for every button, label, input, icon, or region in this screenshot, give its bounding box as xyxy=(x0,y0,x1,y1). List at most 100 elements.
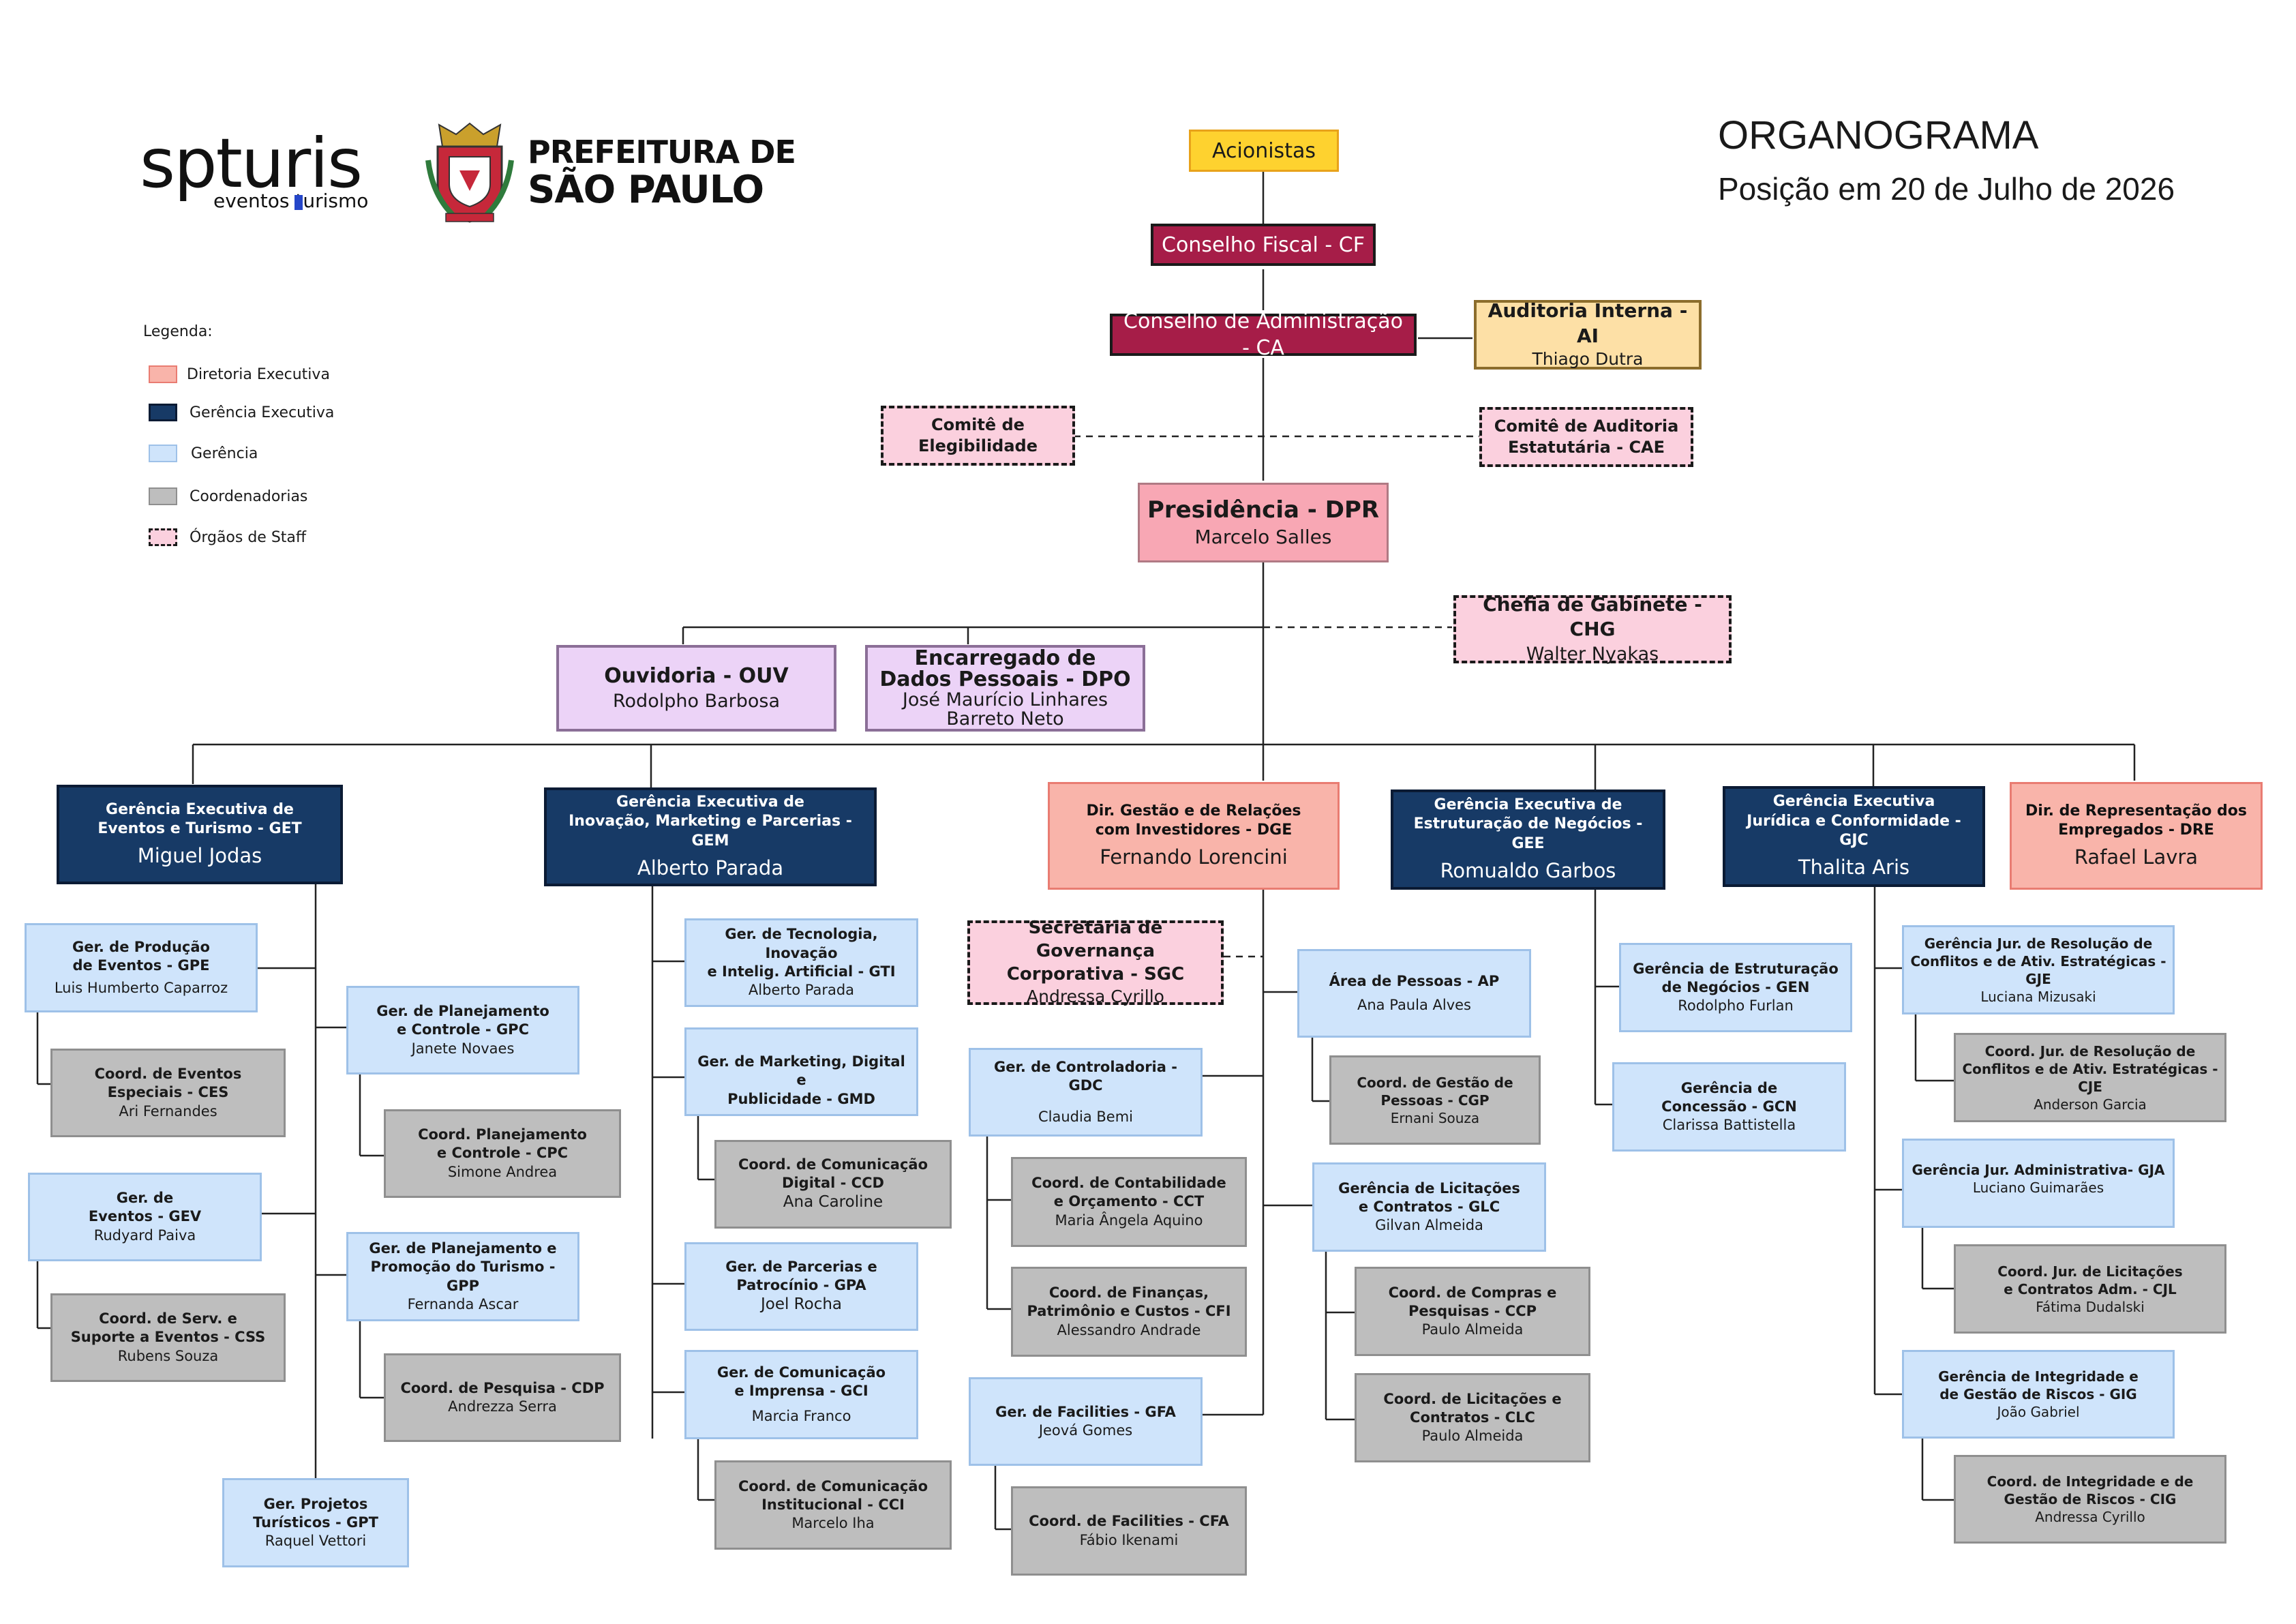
person-ap: Ana Paula Alves xyxy=(1357,997,1471,1013)
person-gpa: Joel Rocha xyxy=(760,1295,843,1314)
person-gpt: Raquel Vettori xyxy=(265,1533,367,1550)
title-ouv: Ouvidoria - OUV xyxy=(604,664,789,689)
title-gci: Ger. de Comunicação e Imprensa - GCI xyxy=(716,1364,886,1399)
legend-label-gerencia-executiva: Gerência Executiva xyxy=(190,404,335,421)
title-cjl: Coord. Jur. de Licitações e Contratos Ad… xyxy=(1997,1263,2183,1297)
box-gfa: Ger. de Facilities - GFA Jeová Gomes xyxy=(969,1377,1203,1466)
prefeitura-logo-line2: SÃO PAULO xyxy=(528,168,764,212)
box-get: Gerência Executiva de Eventos e Turismo … xyxy=(57,785,343,884)
title-acionistas: Acionistas xyxy=(1212,138,1316,163)
person-ccd: Ana Caroline xyxy=(783,1193,883,1212)
person-gje: Luciana Mizusaki xyxy=(1980,988,2096,1005)
person-cci: Marcelo Iha xyxy=(791,1515,875,1532)
box-gja: Gerência Jur. Administrativa- GJA Lucian… xyxy=(1902,1139,2175,1228)
person-dge: Fernando Lorencini xyxy=(1100,845,1288,869)
box-cdp: Coord. de Pesquisa - CDP Andrezza Serra xyxy=(384,1353,621,1442)
box-gee: Gerência Executiva de Estruturação de Ne… xyxy=(1391,790,1665,890)
box-gje: Gerência Jur. de Resolução de Conflitos … xyxy=(1902,925,2175,1014)
box-glc: Gerência de Licitações e Contratos - GLC… xyxy=(1312,1162,1546,1252)
person-ai: Thiago Dutra xyxy=(1532,349,1644,370)
box-gem: Gerência Executiva de Inovação, Marketin… xyxy=(544,787,877,886)
legend-label-staff: Órgãos de Staff xyxy=(190,529,307,546)
title-dre: Dir. de Representação dos Empregados - D… xyxy=(2025,802,2247,839)
box-acionistas: Acionistas xyxy=(1189,130,1339,172)
legend-swatch-gerencia-executiva xyxy=(149,404,177,421)
person-cfi: Alessandro Andrade xyxy=(1057,1321,1201,1338)
title-gpc: Ger. de Planejamento e Controle - GPC xyxy=(376,1003,549,1038)
box-gti: Ger. de Tecnologia, Inovação e Intelig. … xyxy=(684,918,918,1007)
title-ce: Comitê de Elegibilidade xyxy=(918,415,1038,455)
legend-swatch-staff xyxy=(149,528,177,546)
title-gfa: Ger. de Facilities - GFA xyxy=(995,1403,1176,1420)
box-clc: Coord. de Licitações e Contratos - CLC P… xyxy=(1355,1373,1590,1462)
box-ccp: Coord. de Compras e Pesquisas - CCP Paul… xyxy=(1355,1267,1590,1356)
legend-label-gerencia: Gerência xyxy=(191,445,258,462)
box-gig: Gerência de Integridade e de Gestão de R… xyxy=(1902,1350,2175,1439)
box-dre: Dir. de Representação dos Empregados - D… xyxy=(2010,782,2263,890)
person-dpr: Marcelo Salles xyxy=(1194,526,1332,549)
box-gci: Ger. de Comunicação e Imprensa - GCI Mar… xyxy=(684,1350,918,1439)
box-gmd: Ger. de Marketing, Digital e Publicidade… xyxy=(684,1027,918,1116)
box-cig: Coord. de Integridade e de Gestão de Ris… xyxy=(1954,1455,2226,1544)
box-css: Coord. de Serv. e Suporte a Eventos - CS… xyxy=(50,1293,286,1382)
title-ap: Área de Pessoas - AP xyxy=(1329,972,1500,989)
title-gja: Gerência Jur. Administrativa- GJA xyxy=(1912,1162,2165,1178)
title-gen: Gerência de Estruturação de Negócios - G… xyxy=(1633,960,1839,995)
box-presidencia: Presidência - DPR Marcelo Salles xyxy=(1138,483,1389,562)
title-chg: Chefia de Gabinete - CHG xyxy=(1483,593,1702,641)
title-get: Gerência Executiva de Eventos e Turismo … xyxy=(97,800,302,838)
box-cfa: Coord. de Facilities - CFA Fábio Ikenami xyxy=(1011,1486,1247,1576)
legend-title: Legenda: xyxy=(143,323,213,340)
title-ces: Coord. de Eventos Especiais - CES xyxy=(94,1066,242,1101)
person-glc: Gilvan Almeida xyxy=(1375,1217,1483,1234)
person-clc: Paulo Almeida xyxy=(1421,1428,1524,1445)
person-gjc: Thalita Aris xyxy=(1798,856,1910,879)
title-css: Coord. de Serv. e Suporte a Eventos - CS… xyxy=(70,1310,266,1346)
title-cae: Comitê de Auditoria Estatutária - CAE xyxy=(1494,416,1679,457)
person-ouv: Rodolpho Barbosa xyxy=(612,691,781,712)
title-cpc: Coord. Planejamento e Controle - CPC xyxy=(418,1126,587,1162)
box-dge: Dir. Gestão e de Relações com Investidor… xyxy=(1048,782,1340,890)
person-gem: Alberto Parada xyxy=(637,856,784,879)
title-gpt: Ger. Projetos Turísticos - GPT xyxy=(253,1495,378,1531)
person-gpc: Janete Novaes xyxy=(411,1040,515,1057)
person-cgp: Ernani Souza xyxy=(1390,1109,1480,1126)
title-gee: Gerência Executiva de Estruturação de Ne… xyxy=(1413,796,1643,852)
box-sgc: Secretaria de Governança Corporativa - S… xyxy=(967,918,1224,1006)
title-cf: Conselho Fiscal - CF xyxy=(1162,232,1365,257)
person-get: Miguel Jodas xyxy=(137,843,262,867)
spturis-logo: spturis eventos turismo xyxy=(140,130,392,213)
box-gpt: Ger. Projetos Turísticos - GPT Raquel Ve… xyxy=(222,1478,409,1567)
box-cpc: Coord. Planejamento e Controle - CPC Sim… xyxy=(384,1109,621,1198)
person-cpc: Simone Andrea xyxy=(447,1163,558,1180)
legend-swatch-gerencia xyxy=(149,445,177,462)
title-clc: Coord. de Licitações e Contratos - CLC xyxy=(1383,1390,1562,1426)
person-cct: Maria Ângela Aquino xyxy=(1055,1212,1203,1229)
title-gdc: Ger. de Controladoria - GDC xyxy=(994,1059,1177,1094)
box-comite-elegibilidade: Comitê de Elegibilidade xyxy=(881,406,1075,466)
box-cci: Coord. de Comunicação Institucional - CC… xyxy=(714,1460,952,1550)
title-gpe: Ger. de Produção de Eventos - GPE xyxy=(72,938,210,974)
person-cjl: Fátima Dudalski xyxy=(2036,1298,2145,1315)
box-conselho-administracao: Conselho de Administração - CA xyxy=(1110,310,1417,360)
person-gen: Rodolpho Furlan xyxy=(1678,997,1794,1014)
title-glc: Gerência de Licitações e Contratos - GLC xyxy=(1338,1179,1520,1215)
legend-label-coordenadorias: Coordenadorias xyxy=(190,488,308,505)
person-css: Rubens Souza xyxy=(117,1347,219,1364)
box-cct: Coord. de Contabilidade e Orçamento - CC… xyxy=(1011,1157,1247,1247)
box-gen: Gerência de Estruturação de Negócios - G… xyxy=(1619,943,1852,1032)
prefeitura-logo-line1: PREFEITURA DE xyxy=(528,134,796,170)
person-gti: Alberto Parada xyxy=(748,982,855,999)
person-dre: Rafael Lavra xyxy=(2074,845,2199,869)
person-chg: Walter Nyakas xyxy=(1526,643,1659,665)
title-gcn: Gerência de Concessão - GCN xyxy=(1661,1079,1797,1115)
legend-label-diretoria: Diretoria Executiva xyxy=(187,366,330,383)
title-gjc: Gerência Executiva Jurídica e Conformida… xyxy=(1747,793,1961,849)
box-auditoria-interna: Auditoria Interna - AI Thiago Dutra xyxy=(1474,299,1702,370)
title-ccp: Coord. de Compras e Pesquisas - CCP xyxy=(1388,1284,1557,1319)
box-cjl: Coord. Jur. de Licitações e Contratos Ad… xyxy=(1954,1244,2226,1334)
person-gpe: Luis Humberto Caparroz xyxy=(54,980,228,997)
person-gja: Luciano Guimarães xyxy=(1972,1179,2104,1196)
title-gmd: Ger. de Marketing, Digital e Publicidade… xyxy=(697,1053,905,1107)
